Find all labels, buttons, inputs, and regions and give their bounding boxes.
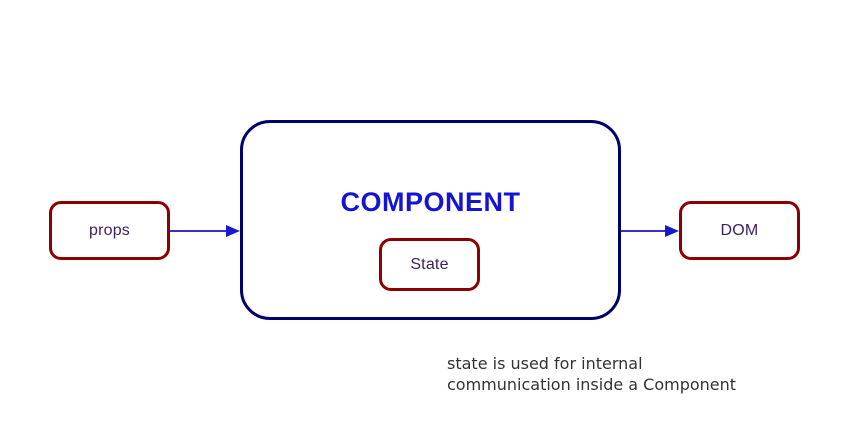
node-props-label: props <box>88 221 131 239</box>
node-component[interactable]: COMPONENT <box>240 120 621 320</box>
arrow-props-to-component <box>170 224 240 238</box>
arrow-component-to-dom <box>621 224 679 238</box>
caption-line-1: state is used for internal <box>447 354 643 373</box>
caption-line-2: communication inside a Component <box>447 375 737 394</box>
node-dom-label: DOM <box>720 221 759 239</box>
node-state-label: State <box>410 255 449 273</box>
node-component-label: COMPONENT <box>340 187 521 217</box>
node-state[interactable]: State <box>379 238 480 291</box>
node-dom[interactable]: DOM <box>679 201 800 260</box>
diagram-caption: state is used for internal communication… <box>447 353 807 395</box>
node-props[interactable]: props <box>49 201 170 260</box>
